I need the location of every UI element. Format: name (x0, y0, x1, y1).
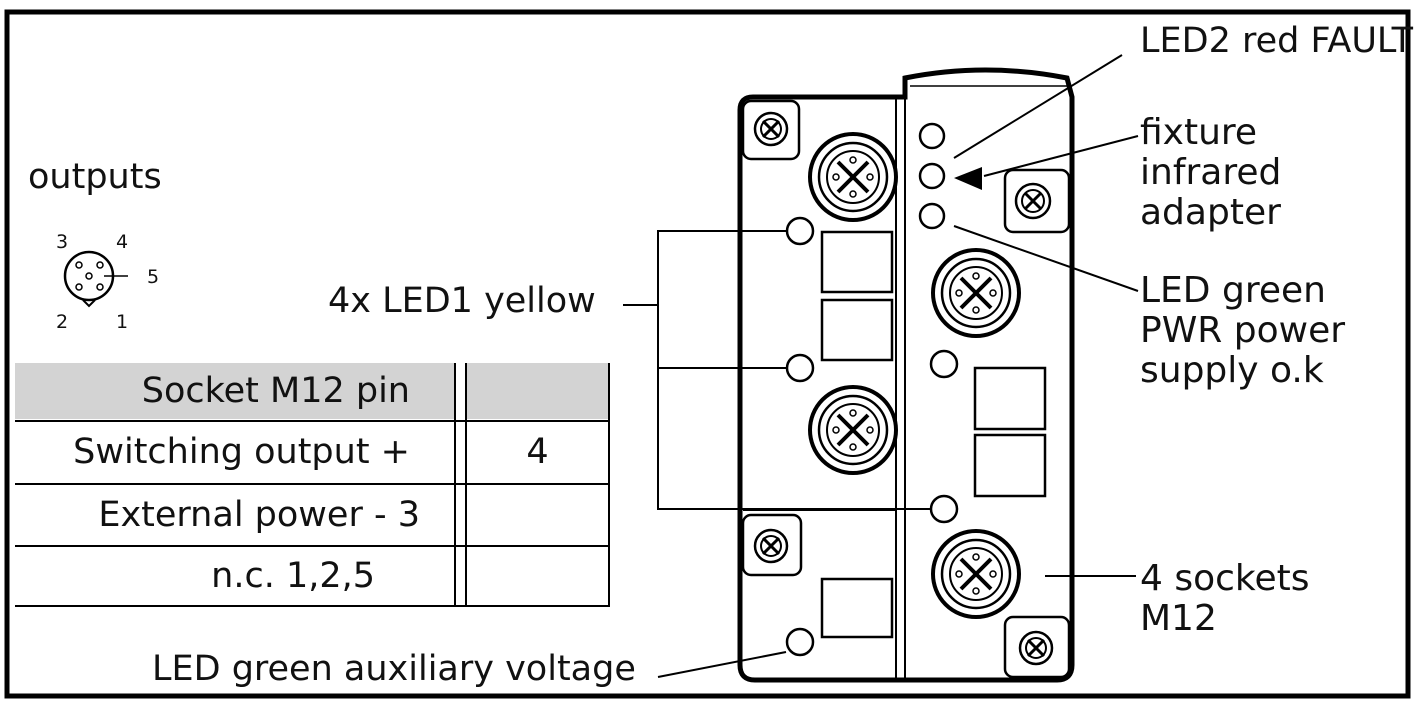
pin-number-3: 3 (56, 231, 69, 253)
table-header-bg (15, 363, 455, 419)
socket-1-icon (808, 132, 898, 222)
table-cell: External power - 3 (98, 495, 420, 535)
led-pwr-icon (918, 202, 946, 230)
pin-number-1: 1 (116, 311, 129, 333)
pin-number-2: 2 (56, 311, 69, 333)
callout-led-aux: LED green auxiliary voltage (152, 649, 636, 689)
led-aux-icon (785, 627, 815, 657)
callout-led1-yellow: 4x LED1 yellow (328, 281, 596, 321)
outer-frame (4, 9, 1411, 699)
callout-fixture-line-1: fixture (1140, 112, 1258, 153)
outputs-label: outputs (28, 157, 162, 197)
screw-bottom-left-icon (741, 513, 803, 577)
label-boxes (820, 230, 1047, 639)
pin-table-grid (15, 363, 610, 607)
callout-sockets-line-1: 4 sockets (1140, 558, 1310, 599)
table-header-bg-2 (466, 363, 609, 419)
screw-icons (741, 99, 1071, 679)
callout-fixture-line-3: adapter (1140, 192, 1281, 233)
led-top-1-icon (918, 122, 946, 150)
callout-pwr-line-3: supply o.k (1140, 350, 1324, 391)
led1-a-icon (785, 216, 815, 246)
leader-lines (623, 54, 1139, 678)
callout-sockets-line-2: M12 (1140, 598, 1217, 639)
callout-pwr-line-2: PWR power (1140, 310, 1346, 351)
led-icons (785, 122, 959, 657)
table-cell: 4 (526, 432, 549, 472)
socket-4-icon (931, 529, 1021, 619)
pin-number-4: 4 (116, 231, 129, 253)
pin-number-5: 5 (147, 266, 160, 288)
led1-b-icon (785, 353, 815, 383)
screw-top-left-icon (741, 99, 801, 161)
table-header-cell: Socket M12 pin (141, 371, 410, 411)
screw-bottom-right-icon (1003, 615, 1071, 679)
callout-led2-fault: LED2 red FAULT (1140, 21, 1413, 61)
screw-right-icon (1003, 168, 1071, 234)
callout-fixture-line-2: infrared (1140, 152, 1282, 193)
table-cell: Switching output + (73, 432, 410, 472)
socket-3-icon (931, 248, 1021, 338)
m12-connector-pin-icon (63, 250, 128, 308)
callout-pwr-line-1: LED green (1140, 270, 1326, 311)
m12-socket-icons (808, 132, 1021, 619)
led1-c-icon (929, 349, 959, 379)
fixture-arrow-icon (954, 167, 982, 190)
socket-2-icon (808, 385, 898, 475)
table-cell: n.c. 1,2,5 (211, 556, 375, 596)
led-fixture-icon (918, 162, 946, 190)
device-module (737, 67, 1075, 683)
led1-d-icon (929, 494, 959, 524)
